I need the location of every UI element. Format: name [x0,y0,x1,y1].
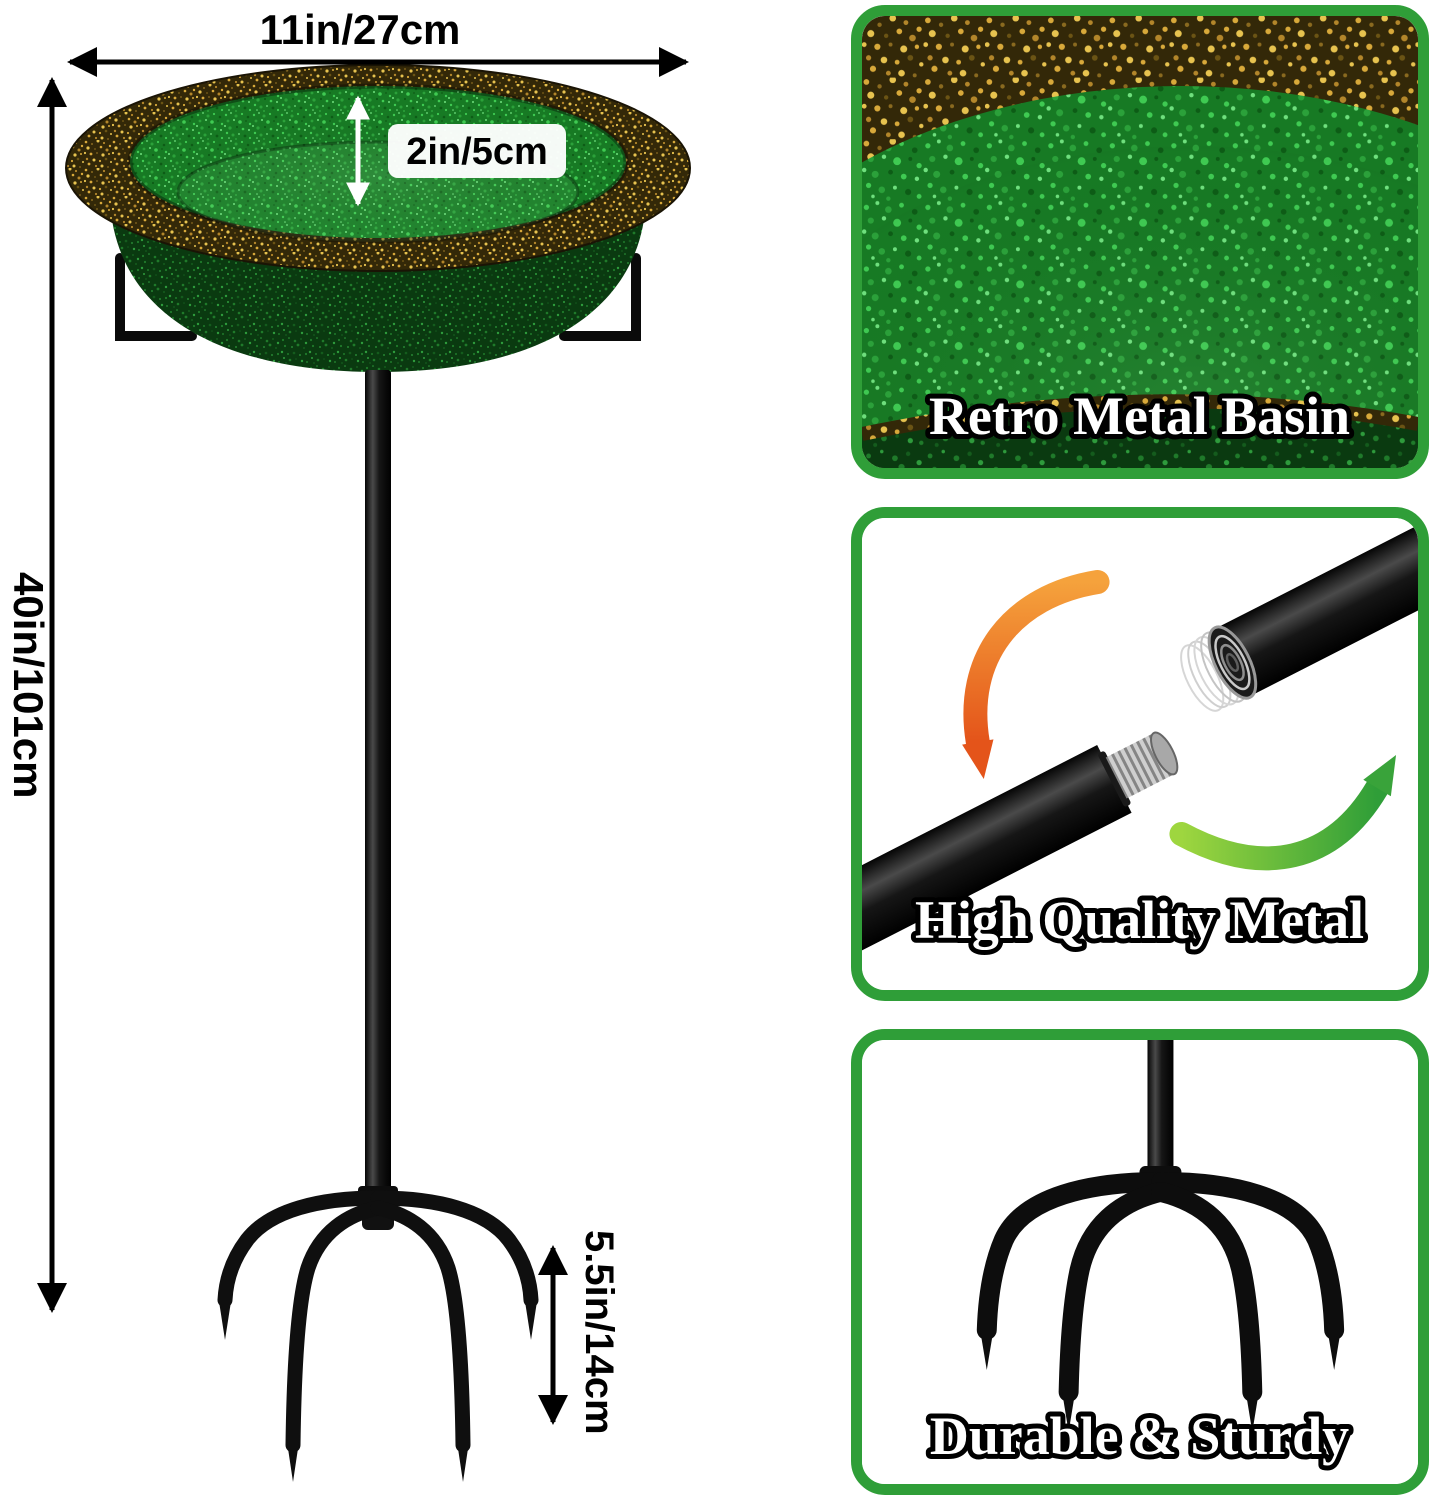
basin-bowl [65,64,691,372]
height-dimension-label: 40in/101cm [5,572,52,799]
feature-panel-sturdy: Durable & Sturdy [851,1029,1429,1495]
rotate-arrow-green-icon [1169,755,1397,871]
stake-pole [1147,1040,1174,1172]
feature-panel-metal: High Quality Metal [851,507,1429,1001]
pole-lower-segment [862,731,1179,954]
pole-joint-illustration: High Quality Metal [862,518,1418,990]
feature-panel-basin: Retro Metal Basin [851,5,1429,479]
panel-caption-sturdy: Durable & Sturdy [930,1406,1349,1466]
pole-upper-segment [1180,518,1418,712]
depth-dimension-label: 2in/5cm [406,131,548,173]
stake-tips [218,1295,538,1482]
stand-pole [365,370,391,1208]
stake-prong-tips [978,1322,1343,1432]
stake-prongs [976,1172,1345,1402]
ground-stake-illustration: Durable & Sturdy [862,1040,1418,1484]
rotate-arrow-orange-icon [962,570,1110,779]
product-dimension-diagram: 11in/27cm 2in/5cm 40in/101cm 5.5in/14cm [5,6,691,1482]
width-dimension-label: 11in/27cm [260,6,461,53]
basin-holder-bracket [115,253,641,341]
threaded-socket [1207,625,1258,700]
stake-dimension-label: 5.5in/14cm [577,1230,621,1435]
ground-stake-legs [217,1190,539,1453]
basin-closeup-illustration: Retro Metal Basin [862,16,1418,468]
panel-caption-metal: High Quality Metal [915,890,1364,950]
feature-panels-column: Retro Metal Basin [851,0,1429,1500]
depth-label-box [388,124,566,178]
panel-caption-basin: Retro Metal Basin [929,386,1350,446]
